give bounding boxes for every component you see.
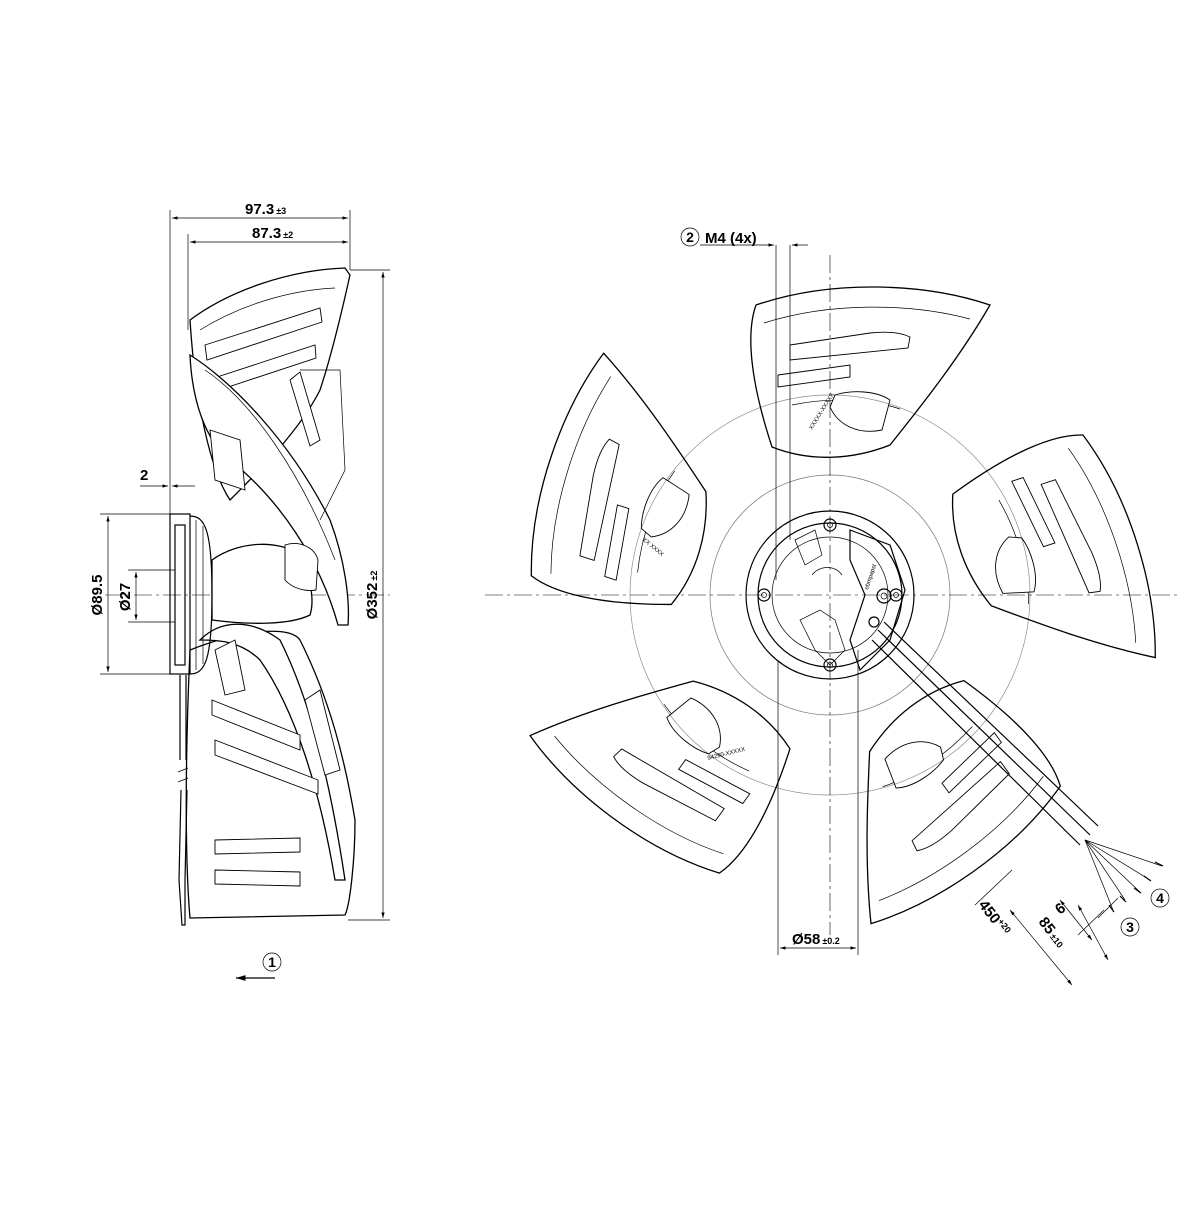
shaft-diameter-label: Ø27 <box>117 583 134 611</box>
motor-hub <box>745 510 915 680</box>
callout-circle-2 <box>680 227 700 247</box>
blade-depth-label: 87.3±2 <box>252 225 293 242</box>
callout-2-label: 2 <box>686 229 694 245</box>
bolt-circle-label: Ø58±0.2 <box>792 931 840 948</box>
callout-circle-1 <box>262 952 282 972</box>
front-view: ebmpapst XX XXXX XXXXX-XXXXX 94290-XXXXX <box>485 227 1180 986</box>
brand-mark: ebmpapst <box>864 563 878 590</box>
wire-strip-label: 6 <box>1052 900 1069 919</box>
callout-1-label: 1 <box>268 954 276 970</box>
strip-length-label: 85±10 <box>1035 914 1069 951</box>
terminal-box <box>849 529 906 672</box>
callout-3-label: 3 <box>1126 919 1134 935</box>
callout-4-label: 4 <box>1156 890 1164 906</box>
overall-depth-label: 97.3±3 <box>245 201 286 218</box>
thread-label: M4 (4x) <box>705 230 757 247</box>
flange-offset-label: 2 <box>140 467 148 484</box>
impeller-blades <box>511 286 1174 939</box>
motor-flange <box>169 513 191 675</box>
hub-diameter-label: Ø89.5 <box>89 575 106 616</box>
cable-assembly <box>871 621 1164 913</box>
callout-circle-3 <box>1120 917 1140 937</box>
fan-diameter-label: Ø352±2 <box>364 571 381 620</box>
side-view: 97.3±3 87.3±2 2 Ø89.5 Ø27 Ø352±2 1 <box>89 201 390 981</box>
cable-length-label: 450+20 <box>975 897 1013 939</box>
callout-circle-4 <box>1150 888 1170 908</box>
